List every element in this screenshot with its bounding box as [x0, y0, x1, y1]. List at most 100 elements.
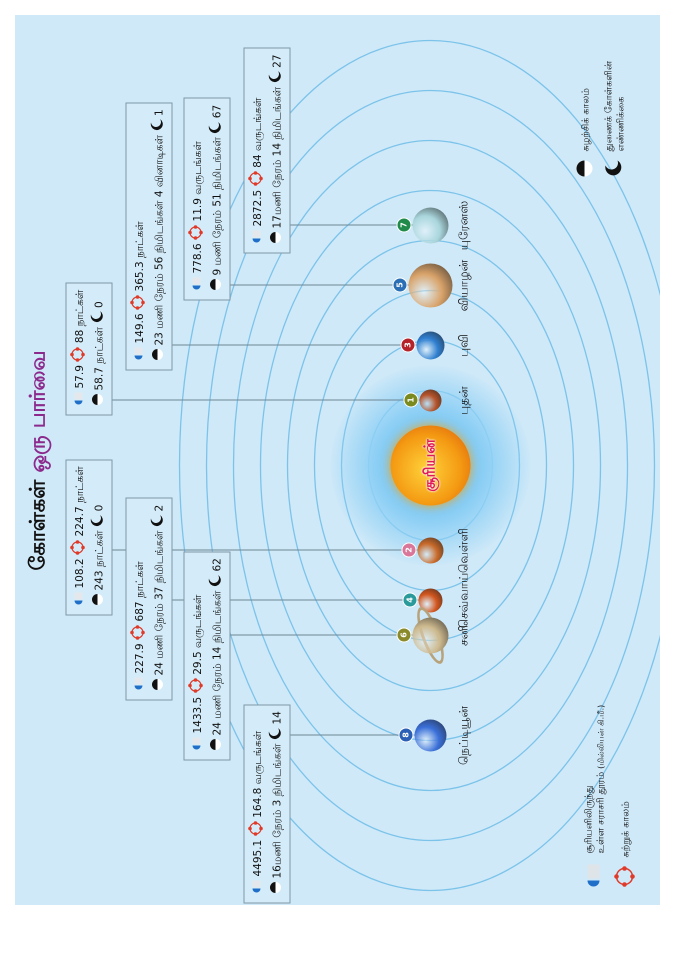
moons-value: 0	[93, 504, 105, 511]
info-box-mars: 227.9687 நாட்கள்24 மணி நேரம் 37 நிமிடங்க…	[125, 497, 172, 700]
info-line-distance-period: 227.9687 நாட்கள்	[129, 504, 150, 693]
planet-name-mars: செவ்வாய்	[456, 572, 470, 628]
orbit-period-icon	[69, 539, 90, 555]
legend-distance-period: சூரியனிலிருந்துஉள்ள சராசரி தூரம் (மில்லி…	[583, 704, 645, 890]
planet-number-badge: 2	[401, 542, 416, 557]
info-box-jupiter: 778.611.9 வருடங்கள்9 மணி நேரம் 51 நிமிடங…	[183, 97, 230, 300]
info-box-mercury: 57.9 88 நாட்கள் 58.7 நாட்கள் 0	[65, 282, 112, 415]
planet-name-neptune: நெப்டியூன்	[456, 705, 470, 765]
crescent-moon-icon	[268, 70, 286, 83]
rotation-value: 9 மணி நேரம் 51 நிமிடங்கள்	[211, 136, 223, 275]
rotation-value: 58.7 நாட்கள்	[93, 326, 105, 391]
orbit-ring	[178, 39, 660, 891]
planet-number-badge: 7	[396, 217, 411, 232]
info-line-rotation-moons: 9 மணி நேரம் 51 நிமிடங்கள்67	[208, 104, 226, 293]
period-value: 88 நாட்கள்	[73, 289, 86, 343]
distance-icon	[190, 276, 206, 290]
title-part2: ஒரு பார்வை	[25, 350, 49, 472]
rotation-value: 17மணி நேரம் 14 நிமிடங்கள்	[271, 86, 283, 228]
rotation-icon	[151, 348, 168, 360]
planet-name-mercury: புதன்	[456, 385, 470, 415]
orbit-period-icon	[247, 170, 268, 186]
distance-value: 2872.5	[251, 189, 264, 226]
crescent-moon-icon	[90, 311, 108, 324]
connector-line-earth	[165, 344, 416, 345]
rotation-value: 16மணி நேரம் 3 நிமிடங்கள்	[271, 743, 283, 878]
orbit-period-icon	[187, 224, 208, 240]
period-value: 11.9 வருடங்கள்	[191, 140, 204, 221]
rotation-value: 243 நாட்கள்	[93, 529, 105, 590]
legend-moons: துணைக் கோள்களின்எண்ணிக்கை	[603, 60, 627, 180]
orbit-ring	[232, 139, 628, 791]
info-line-distance-period: 108.2 224.7 நாட்கள்	[69, 466, 90, 608]
rotation-value: 23 மணி நேரம் 56 நிமிடங்கள் 4 வினாடிகள்	[153, 134, 165, 346]
orbit-period-icon	[613, 865, 639, 887]
info-box-uranus: 2872.584 வருடங்கள்17மணி நேரம் 14 நிமிடங்…	[243, 46, 290, 253]
info-box-earth: 149.6 365.3 நாட்கள் 23 மணி நேரம் 56 நிமிடங…	[125, 101, 172, 370]
legend-period: சுற்றுக் காலம்	[613, 704, 639, 890]
orbit-period-icon	[187, 677, 208, 693]
rotation-icon	[209, 738, 226, 750]
rotation-icon	[91, 393, 108, 405]
crescent-moon-icon	[268, 727, 286, 740]
moons-value: 0	[93, 300, 105, 308]
planet-name-saturn: சனி	[456, 624, 470, 646]
distance-value: 57.9	[73, 364, 86, 388]
info-line-distance-period: 4495.1164.8 வருடங்கள்	[247, 711, 268, 896]
legend-moons-line1: துணைக் கோள்களின்	[603, 60, 614, 151]
distance-value: 1433.5	[191, 696, 204, 733]
planet-mercury	[419, 389, 441, 411]
solar-system-panel: கோள்கள் ஒரு பார்வை சூரியன் 57.9 88 நாட்கள…	[15, 15, 660, 905]
crescent-moon-icon	[150, 514, 168, 527]
planet-neptune	[414, 719, 446, 751]
distance-icon	[250, 229, 266, 243]
moons-value: 1	[153, 108, 165, 116]
distance-value: 149.6	[133, 312, 146, 343]
planet-earth	[416, 331, 444, 359]
rotation-icon	[209, 278, 226, 290]
orbit-ring	[205, 89, 655, 841]
title-part1: கோள்கள்	[25, 479, 49, 570]
rotation-icon	[269, 881, 286, 893]
crescent-moon-icon	[604, 159, 626, 177]
info-line-distance-period: 149.6 365.3 நாட்கள்	[129, 109, 150, 363]
info-box-neptune: 4495.1164.8 வருடங்கள்16மணி நேரம் 3 நிமிட…	[243, 703, 290, 903]
sun-label: சூரியன்	[420, 438, 438, 492]
legend-distance-line1: சூரியனிலிருந்து	[583, 784, 594, 853]
planet-number-badge: 3	[400, 337, 415, 352]
period-value: 29.5 வருடங்கள்	[191, 594, 204, 675]
legend-rotation-label: சுழற்சிக் காலம்	[580, 87, 591, 151]
distance-icon	[132, 676, 148, 690]
rotation-icon	[91, 593, 108, 605]
orbit-period-icon	[129, 294, 150, 310]
distance-icon	[72, 591, 88, 605]
moons-value: 27	[271, 53, 283, 68]
info-line-distance-period: 778.611.9 வருடங்கள்	[187, 104, 208, 293]
info-line-rotation-moons: 23 மணி நேரம் 56 நிமிடங்கள் 4 வினாடிகள் 1	[150, 109, 168, 363]
diagram-stage: கோள்கள் ஒரு பார்வை சூரியன் 57.9 88 நாட்கள…	[15, 15, 660, 905]
rotation-value: 24 மணி நேரம் 14 நிமிடங்கள்	[211, 590, 223, 735]
legend-distance-unit: (மில்லியன் கி.மீ.)	[596, 704, 605, 769]
period-value: 365.3 நாட்கள்	[133, 220, 146, 291]
legend-rotation-moons: சுழற்சிக் காலம் துணைக் கோள்களின்எண்ணிக்க…	[575, 60, 633, 180]
crescent-moon-icon	[208, 574, 226, 587]
planet-number-badge: 5	[392, 277, 407, 292]
info-line-distance-period: 57.9 88 நாட்கள்	[69, 289, 90, 408]
period-value: 224.7 நாட்கள்	[73, 465, 86, 536]
connector-line-jupiter	[223, 284, 408, 285]
planet-uranus	[412, 207, 448, 243]
planet-number-badge: 4	[402, 592, 417, 607]
rotation-icon	[151, 678, 168, 690]
legend-period-label: சுற்றுக் காலம்	[620, 800, 631, 857]
moons-value: 14	[271, 710, 283, 725]
info-line-rotation-moons: 58.7 நாட்கள் 0	[90, 289, 108, 408]
distance-value: 108.2	[73, 557, 86, 588]
period-value: 687 நாட்கள்	[133, 560, 146, 621]
info-line-distance-period: 2872.584 வருடங்கள்	[247, 54, 268, 246]
planet-number-badge: 8	[398, 727, 413, 742]
distance-icon	[250, 879, 266, 893]
page-title: கோள்கள் ஒரு பார்வை	[25, 15, 52, 905]
rotation-icon	[269, 231, 286, 243]
distance-icon	[72, 391, 88, 405]
orbit-period-icon	[247, 820, 268, 836]
